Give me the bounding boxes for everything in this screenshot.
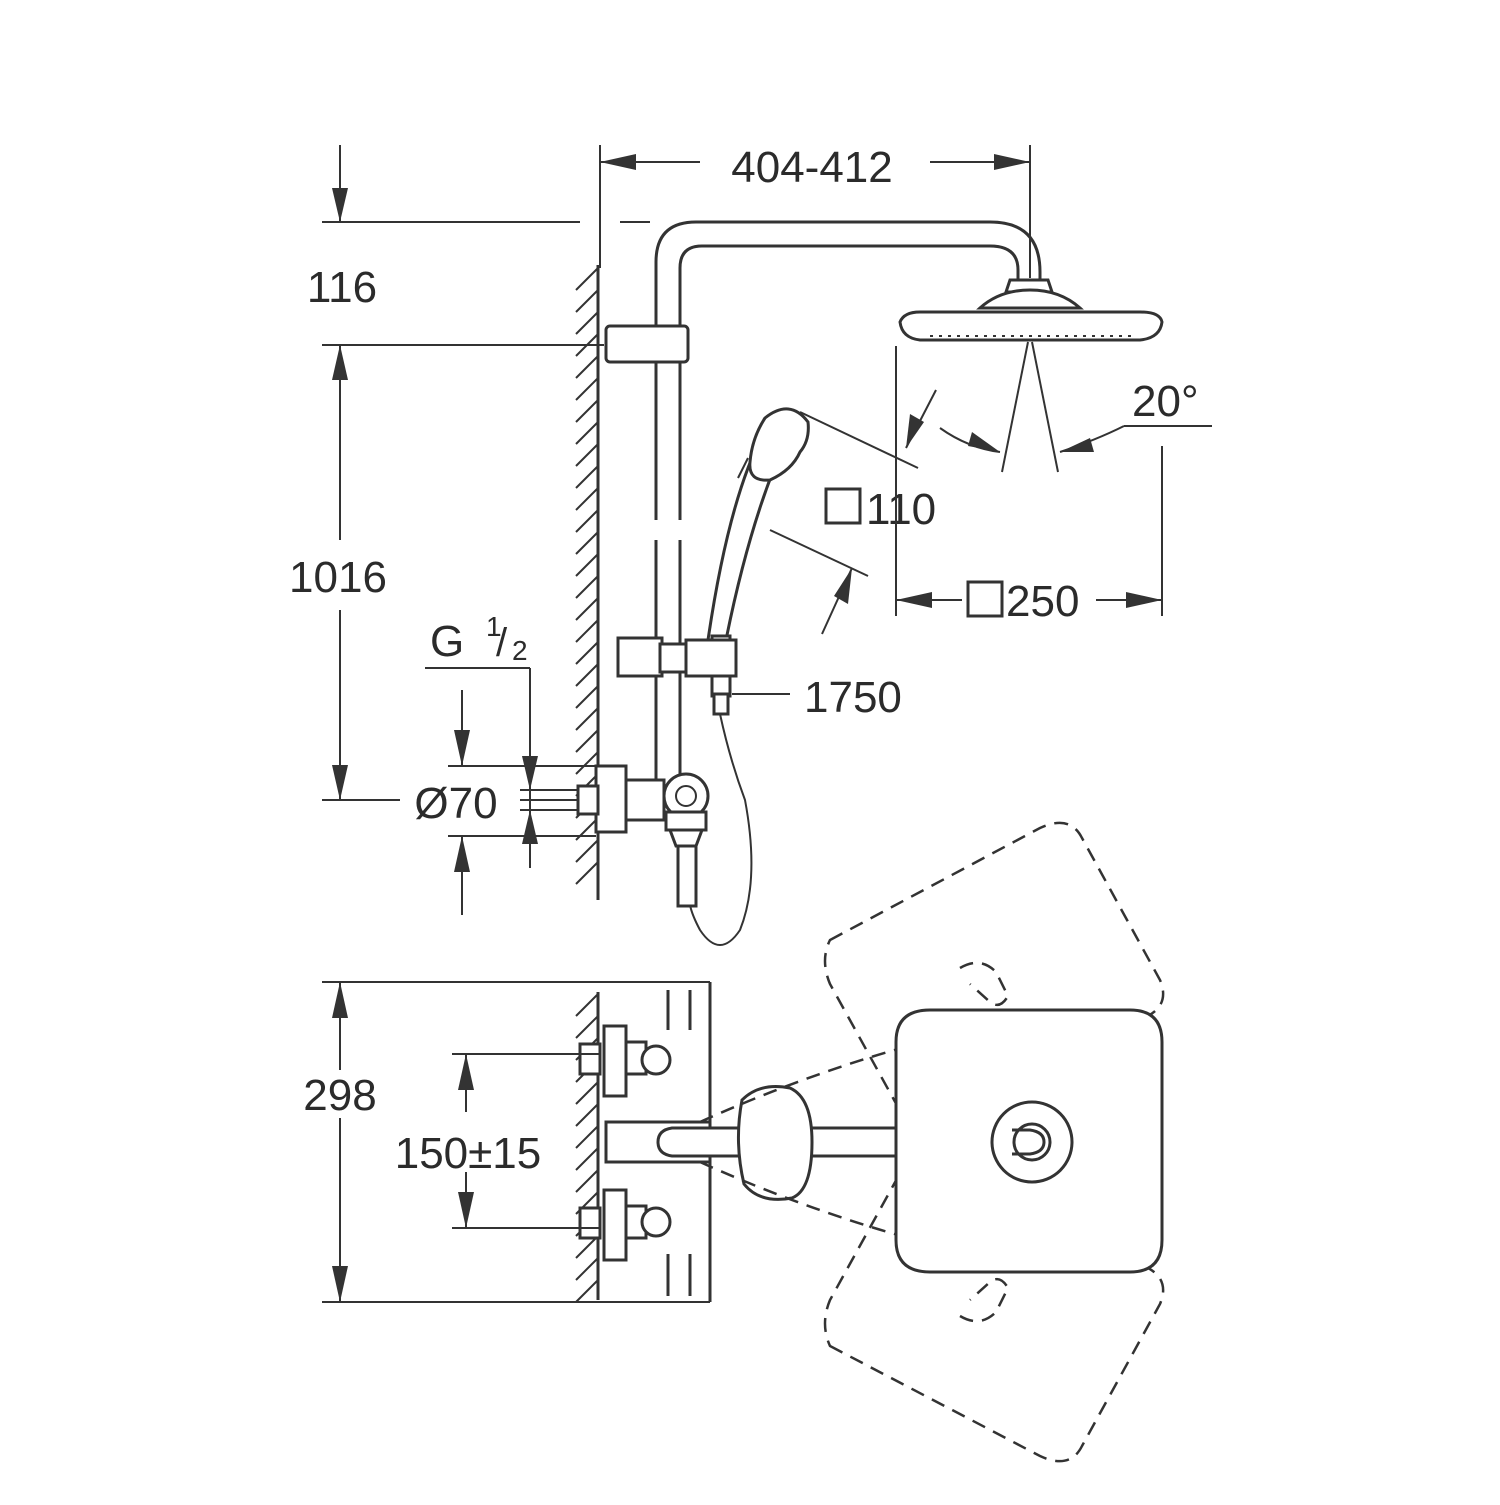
thread-numerator: 1	[486, 611, 502, 642]
dim-inlet-spacing-label: 150±15	[395, 1129, 542, 1178]
dim-hand-shower: 110	[769, 389, 937, 635]
dim-arm-reach: 404-412	[599, 143, 1031, 278]
dim-mixer-depth: 298	[303, 982, 377, 1302]
dim-inlet-spacing: 150±15	[395, 1053, 600, 1229]
head-shower-side	[898, 278, 1164, 342]
dim-mixer-depth-label: 298	[303, 1071, 376, 1120]
dim-tilt: 20°	[939, 341, 1212, 473]
rail-slider	[616, 636, 738, 678]
dim-hose: 1750	[732, 673, 902, 722]
dim-thread: G 1 / 2	[425, 611, 538, 868]
dim-escutcheon-label: Ø70	[414, 779, 497, 828]
dim-rail-height: 1016	[289, 344, 604, 801]
dim-hose-label: 1750	[804, 673, 902, 722]
dim-top-offset: 116	[307, 145, 650, 312]
thread-prefix-label: G	[430, 617, 464, 666]
dim-tilt-label: 20°	[1132, 377, 1199, 426]
dim-head-shower: 250	[895, 346, 1163, 626]
wall-top	[575, 992, 600, 1303]
dim-rail-height-label: 1016	[289, 553, 387, 602]
dim-top-offset-label: 116	[307, 263, 377, 312]
shower-hose	[689, 713, 753, 946]
dim-escutcheon: Ø70	[414, 690, 596, 915]
thread-denominator: 2	[512, 635, 528, 666]
shower-column	[604, 220, 1042, 780]
head-shower-top	[894, 1008, 1164, 1274]
dim-hand-shower-label: 110	[866, 485, 936, 534]
dim-arm-reach-label: 404-412	[731, 143, 892, 192]
thread-slash: /	[496, 621, 508, 665]
mixer-front	[520, 764, 710, 908]
dim-head-shower-label: 250	[1006, 577, 1079, 626]
